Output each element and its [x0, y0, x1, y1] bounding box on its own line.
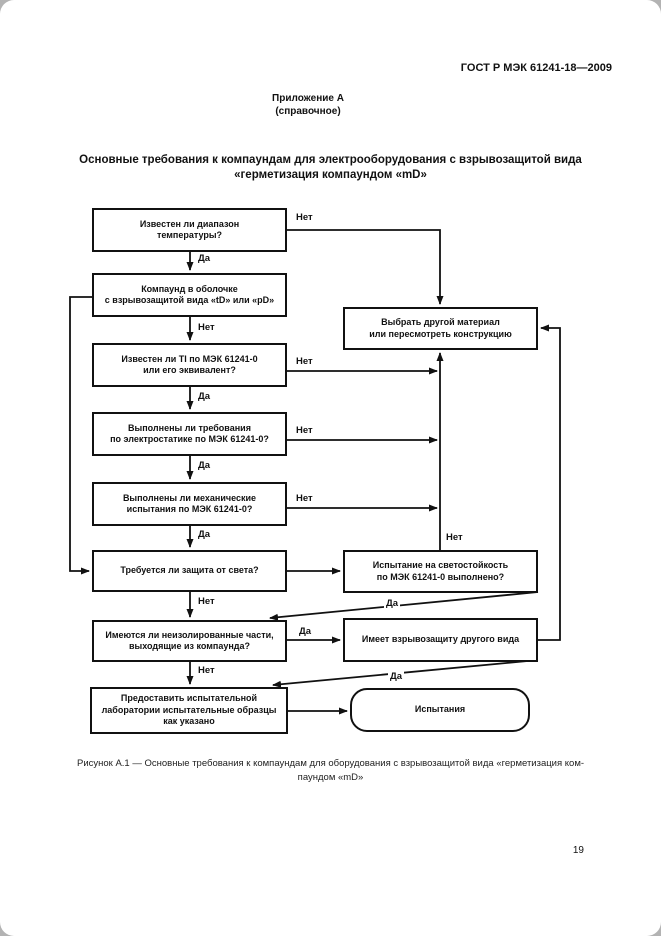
doc-header: ГОСТ Р МЭК 61241-18—2009	[460, 62, 612, 74]
node-electrostatic: Выполнены ли требования по электростатик…	[92, 412, 287, 456]
annex-subtitle: (справочное)	[275, 106, 341, 117]
edge-label-yes-light-test: Да	[384, 598, 401, 609]
node-other-protection: Имеет взрывозащиту другого вида	[343, 618, 538, 662]
node-temp-range: Известен ли диапазон температуры?	[92, 208, 287, 252]
figure-title-line1: Основные требования к компаундам для эле…	[79, 154, 582, 166]
figure-title-line2: «герметизация компаундом «mD»	[234, 169, 427, 181]
edge-label-no-mechanical: Нет	[294, 493, 315, 504]
page-number: 19	[572, 845, 584, 856]
edge-label-no-uninsulated: Нет	[196, 665, 217, 676]
edge-label-no-ti: Нет	[294, 356, 315, 367]
edge-label-yes-uninsulated: Да	[297, 626, 314, 637]
figure-caption-line1: Рисунок А.1 — Основные требования к комп…	[76, 758, 585, 769]
node-uninsulated: Имеются ли неизолированные части, выходя…	[92, 620, 287, 662]
edge-label-yes-electrostatic: Да	[196, 460, 213, 471]
edge-label-yes-mechanical: Да	[196, 529, 213, 540]
figure-caption-line2: паундом «mD»	[297, 772, 364, 783]
node-tests-terminator: Испытания	[350, 688, 530, 732]
annex-heading: Приложение А (справочное)	[0, 92, 616, 118]
edge-label-yes-ti: Да	[196, 391, 213, 402]
node-ti-known: Известен ли TI по МЭК 61241-0 или его эк…	[92, 343, 287, 387]
edge-label-no-temp: Нет	[294, 212, 315, 223]
node-light-test: Испытание на светостойкость по МЭК 61241…	[343, 550, 538, 593]
edge-label-yes-temp: Да	[196, 253, 213, 264]
edge-label-yes-other-protection: Да	[388, 671, 405, 682]
edge-label-no-light-test: Нет	[444, 532, 465, 543]
node-choose-material: Выбрать другой материал или пересмотреть…	[343, 307, 538, 350]
node-provide-samples: Предоставить испытательной лаборатории и…	[90, 687, 288, 734]
edge-label-no-light: Нет	[196, 596, 217, 607]
node-light-protection: Требуется ли защита от света?	[92, 550, 287, 592]
edge-label-no-enclosure: Нет	[196, 322, 217, 333]
node-mechanical: Выполнены ли механические испытания по М…	[92, 482, 287, 526]
annex-title: Приложение А	[272, 93, 344, 104]
edge-label-no-electrostatic: Нет	[294, 425, 315, 436]
node-enclosure: Компаунд в оболочке с взрывозащитой вида…	[92, 273, 287, 317]
